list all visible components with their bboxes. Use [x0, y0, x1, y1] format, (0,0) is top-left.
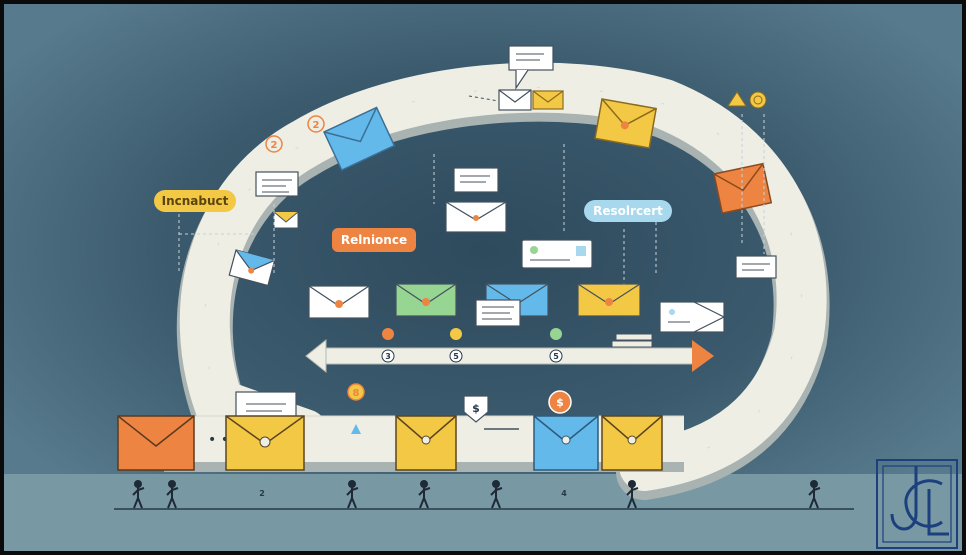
bottom-number-2: 4 — [561, 489, 567, 498]
envelope-orange-right — [713, 162, 773, 215]
badge-top-b: 2 — [307, 115, 325, 133]
envelope-blue-large — [323, 106, 396, 172]
jcl-logo — [876, 459, 958, 549]
label-left-text: Incnabuct — [162, 194, 229, 208]
warning-icon — [727, 91, 747, 107]
envelope-yellow-top — [594, 98, 658, 149]
email-workflow-diagram: 2 2 Incnabuct Relnionce Resolrcert — [4, 4, 962, 551]
person-figure — [808, 480, 821, 509]
inner-card — [521, 239, 593, 269]
envelope-yellow-small — [532, 90, 564, 110]
timeline-number: 5 — [453, 352, 459, 361]
timeline-number-dot — [449, 349, 463, 363]
label-pill-left: Incnabuct — [154, 190, 236, 212]
timeline-numbers: 3 5 5 — [381, 349, 563, 363]
person-figure — [490, 480, 503, 509]
envelope-yellow-bottom-3 — [601, 415, 663, 471]
inner-bubble-envelope — [445, 167, 507, 233]
badge-eight-label: 8 — [353, 388, 360, 399]
timeline-number-dot — [381, 349, 395, 363]
envelope-yellow-inner — [577, 283, 641, 317]
coin-dollar-label: $ — [556, 396, 564, 409]
timeline-arrow — [305, 338, 714, 374]
stick-figures — [132, 480, 821, 509]
badge-top-a-label: 2 — [271, 140, 278, 151]
label-pill-right: Resolrcert — [584, 200, 672, 222]
label-right-text: Resolrcert — [593, 204, 663, 218]
envelope-card-right — [659, 301, 726, 333]
label-center-text: Relnionce — [341, 233, 407, 247]
label-pill-center: Relnionce — [332, 228, 416, 252]
envelope-yellow-bottom-2 — [395, 415, 457, 471]
envelope-orange-bottom — [117, 415, 195, 471]
ground-band — [4, 474, 962, 551]
timeline-number-dot — [549, 349, 563, 363]
badge-top-b-label: 2 — [313, 120, 320, 131]
dashed-connectors — [178, 114, 765, 294]
timeline-number: 5 — [553, 352, 559, 361]
speech-bubble-top — [508, 45, 554, 90]
coin-icon — [749, 91, 767, 109]
dollar-shield-icon: $ — [463, 395, 489, 423]
diagram-canvas: 2 2 Incnabuct Relnionce Resolrcert — [4, 4, 962, 551]
envelope-white-inner — [308, 285, 370, 319]
speech-bubble-left — [255, 171, 299, 197]
envelope-white-top — [498, 89, 532, 111]
envelope-small-left — [273, 211, 299, 229]
dot-orange — [382, 328, 394, 340]
timeline-number: 3 — [385, 352, 391, 361]
envelope-blue-inner — [475, 283, 549, 327]
dot-yellow — [450, 328, 462, 340]
person-figure — [166, 480, 179, 509]
envelope-blue-bottom: $ — [533, 390, 599, 471]
person-figure — [132, 480, 145, 509]
badge-top-a: 2 — [265, 135, 283, 153]
dot-green — [550, 328, 562, 340]
envelope-green-inner — [395, 283, 457, 317]
badge-eight: 8 — [347, 383, 365, 434]
envelope-yellow-letter — [225, 391, 305, 471]
envelope-white-left — [228, 249, 276, 287]
person-figure — [418, 480, 431, 509]
speech-bubble-right — [735, 255, 777, 279]
dollar-label: $ — [472, 402, 480, 415]
bottom-number-1: 2 — [259, 489, 265, 498]
person-figure — [346, 480, 359, 509]
person-figure — [626, 480, 639, 509]
ellipsis-dots: • • — [208, 432, 229, 448]
